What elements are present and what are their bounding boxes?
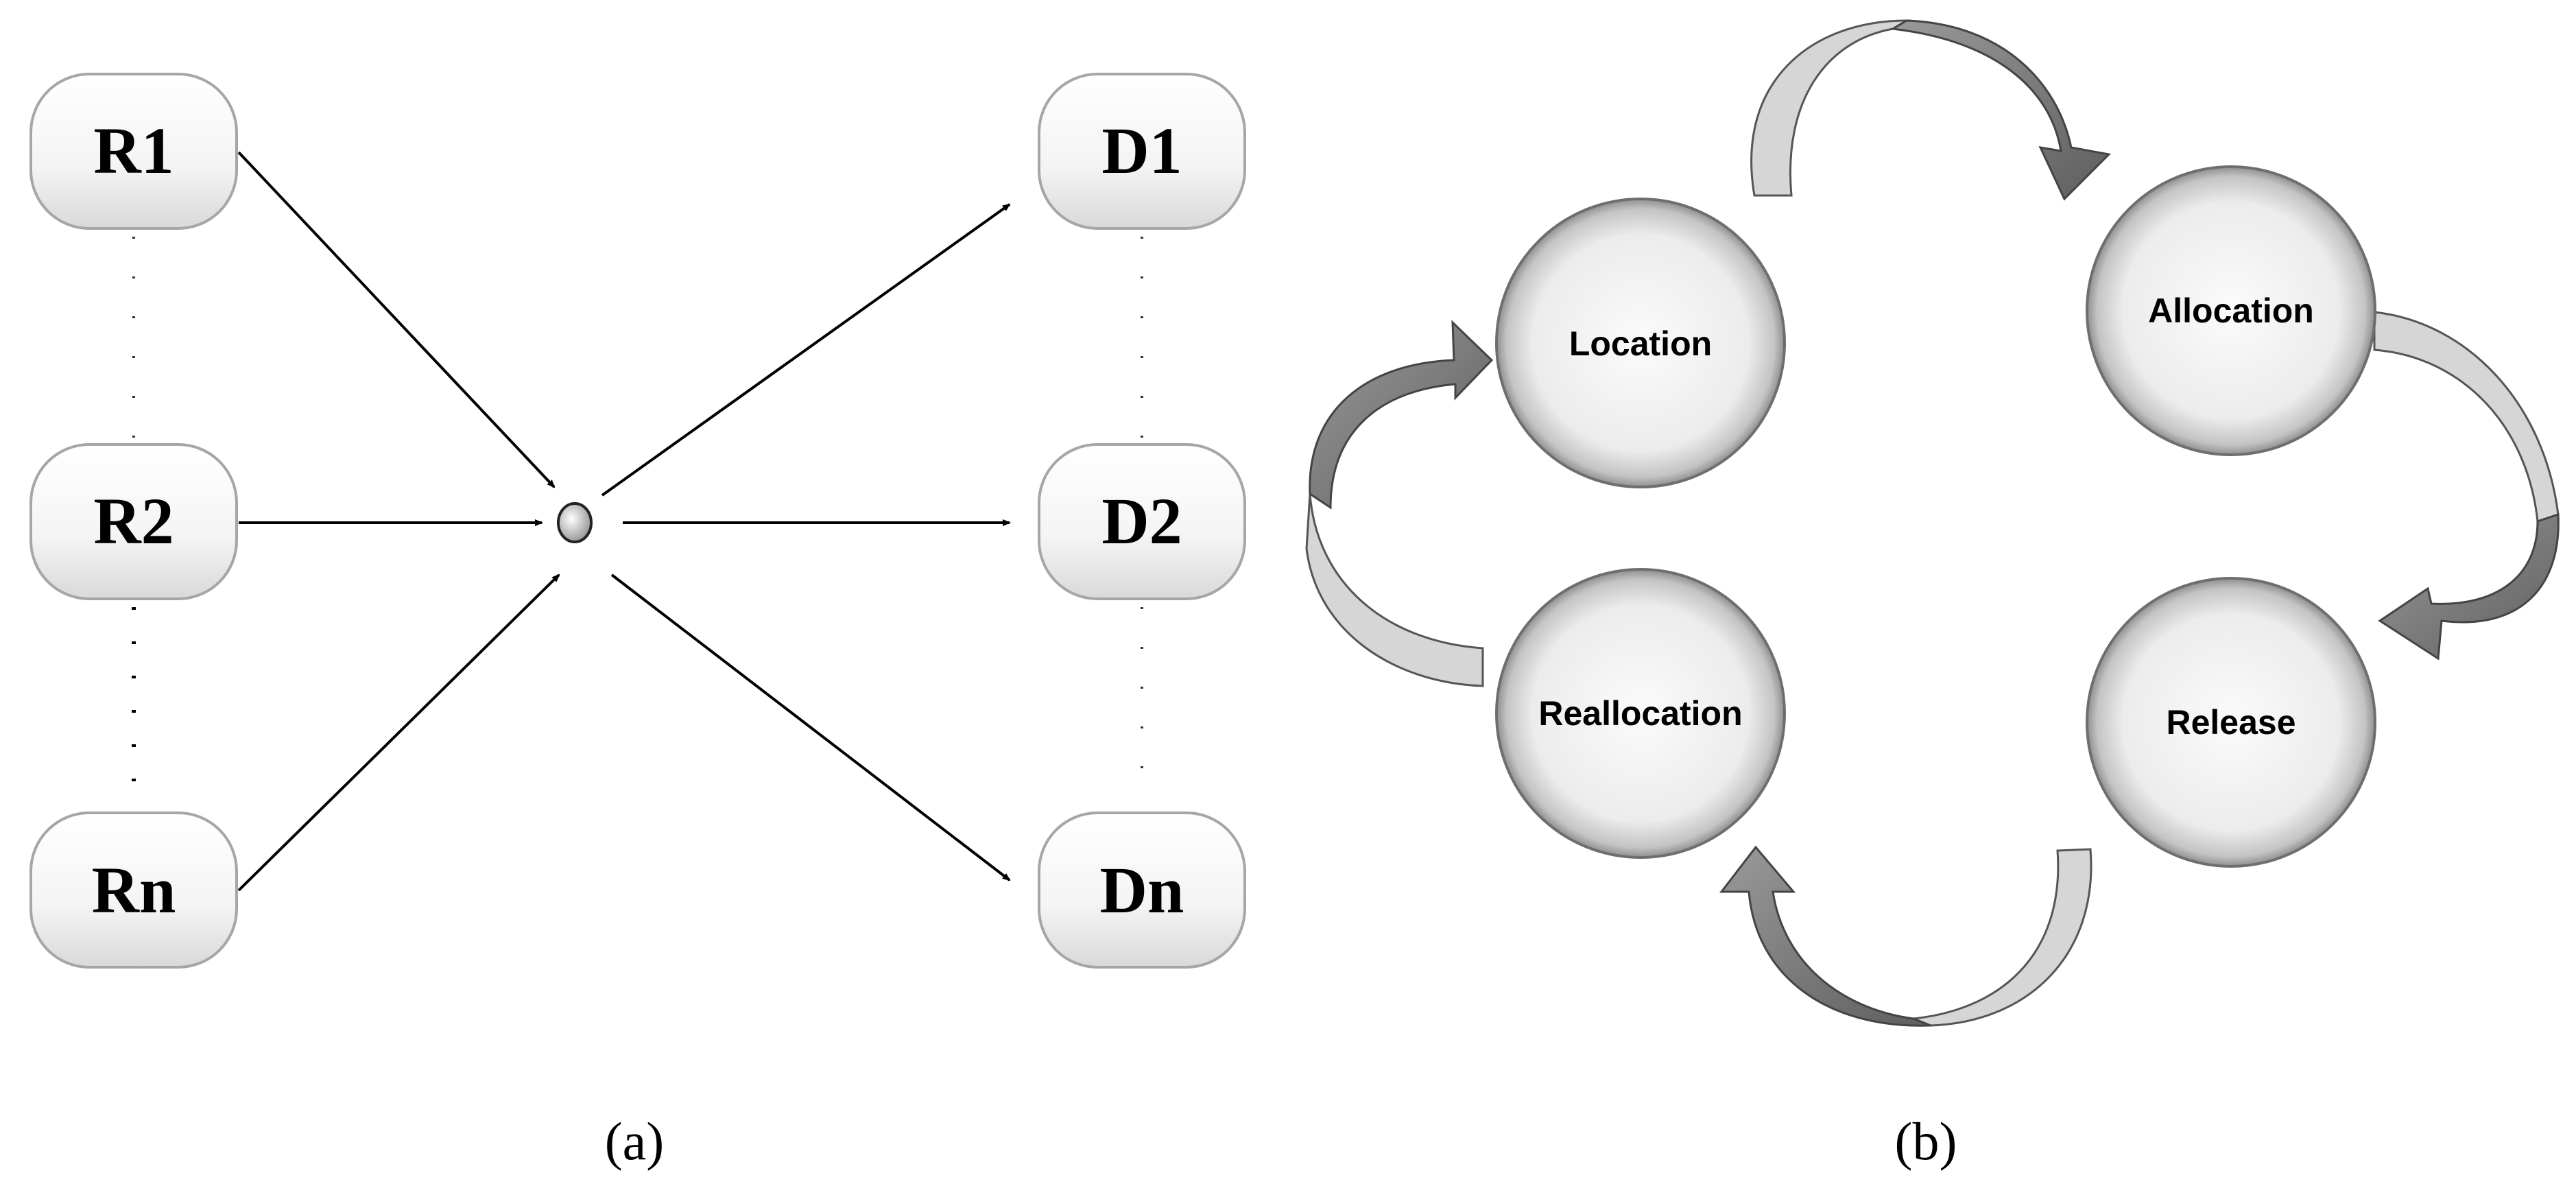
panel-b: Location Allocation Release Reallocation… (1305, 19, 2560, 1171)
stage-node-reallocation: Reallocation (1495, 568, 1786, 859)
stage-node-release: Release (2086, 577, 2376, 868)
hub-node (557, 502, 593, 543)
arrow-tail-light (2373, 311, 2560, 523)
cycle-arrow-release-reallocation (1719, 845, 2092, 1027)
arrow-tail-light (1750, 19, 1911, 197)
edge-r1-hub (237, 151, 556, 488)
arrow-body-dark (2378, 512, 2560, 661)
edge-hub-d1 (601, 203, 1011, 497)
source-label-r1: R1 (93, 114, 174, 187)
arrow-body-dark (1719, 845, 1931, 1027)
source-node-r1: R1 (29, 73, 238, 230)
source-node-r2: R2 (29, 443, 238, 600)
destination-label-d2: D2 (1101, 484, 1182, 558)
caption-b: (b) (1895, 1111, 1957, 1171)
arrow-tail-light (1913, 848, 2092, 1027)
panel-a: R1 R2 Rn D1 D2 Dn (a) (29, 73, 1246, 1171)
caption-a: (a) (605, 1111, 665, 1171)
destination-node-d1: D1 (1038, 73, 1246, 230)
destination-label-dn: Dn (1100, 853, 1184, 927)
source-label-rn: Rn (92, 853, 176, 927)
stage-label-allocation: Allocation (2148, 292, 2314, 330)
arrow-body-dark (1889, 19, 2112, 201)
cycle-arrow-reallocation-location (1305, 320, 1494, 687)
source-label-r2: R2 (93, 484, 174, 558)
stage-node-location: Location (1495, 198, 1786, 488)
stage-label-location: Location (1569, 324, 1712, 363)
cycle-arrow-allocation-release (2373, 311, 2560, 661)
edge-rn-hub (237, 573, 560, 892)
stage-node-allocation: Allocation (2086, 165, 2376, 456)
edge-hub-dn (610, 573, 1011, 881)
destination-node-dn: Dn (1038, 811, 1246, 969)
stage-label-release: Release (2166, 703, 2295, 742)
stage-label-reallocation: Reallocation (1538, 694, 1742, 733)
destination-node-d2: D2 (1038, 443, 1246, 600)
destination-label-d1: D1 (1101, 114, 1182, 187)
source-node-rn: Rn (29, 811, 238, 969)
arrow-body-dark (1309, 320, 1494, 510)
cycle-arrow-location-allocation (1750, 19, 2112, 201)
arrow-tail-light (1305, 493, 1484, 687)
